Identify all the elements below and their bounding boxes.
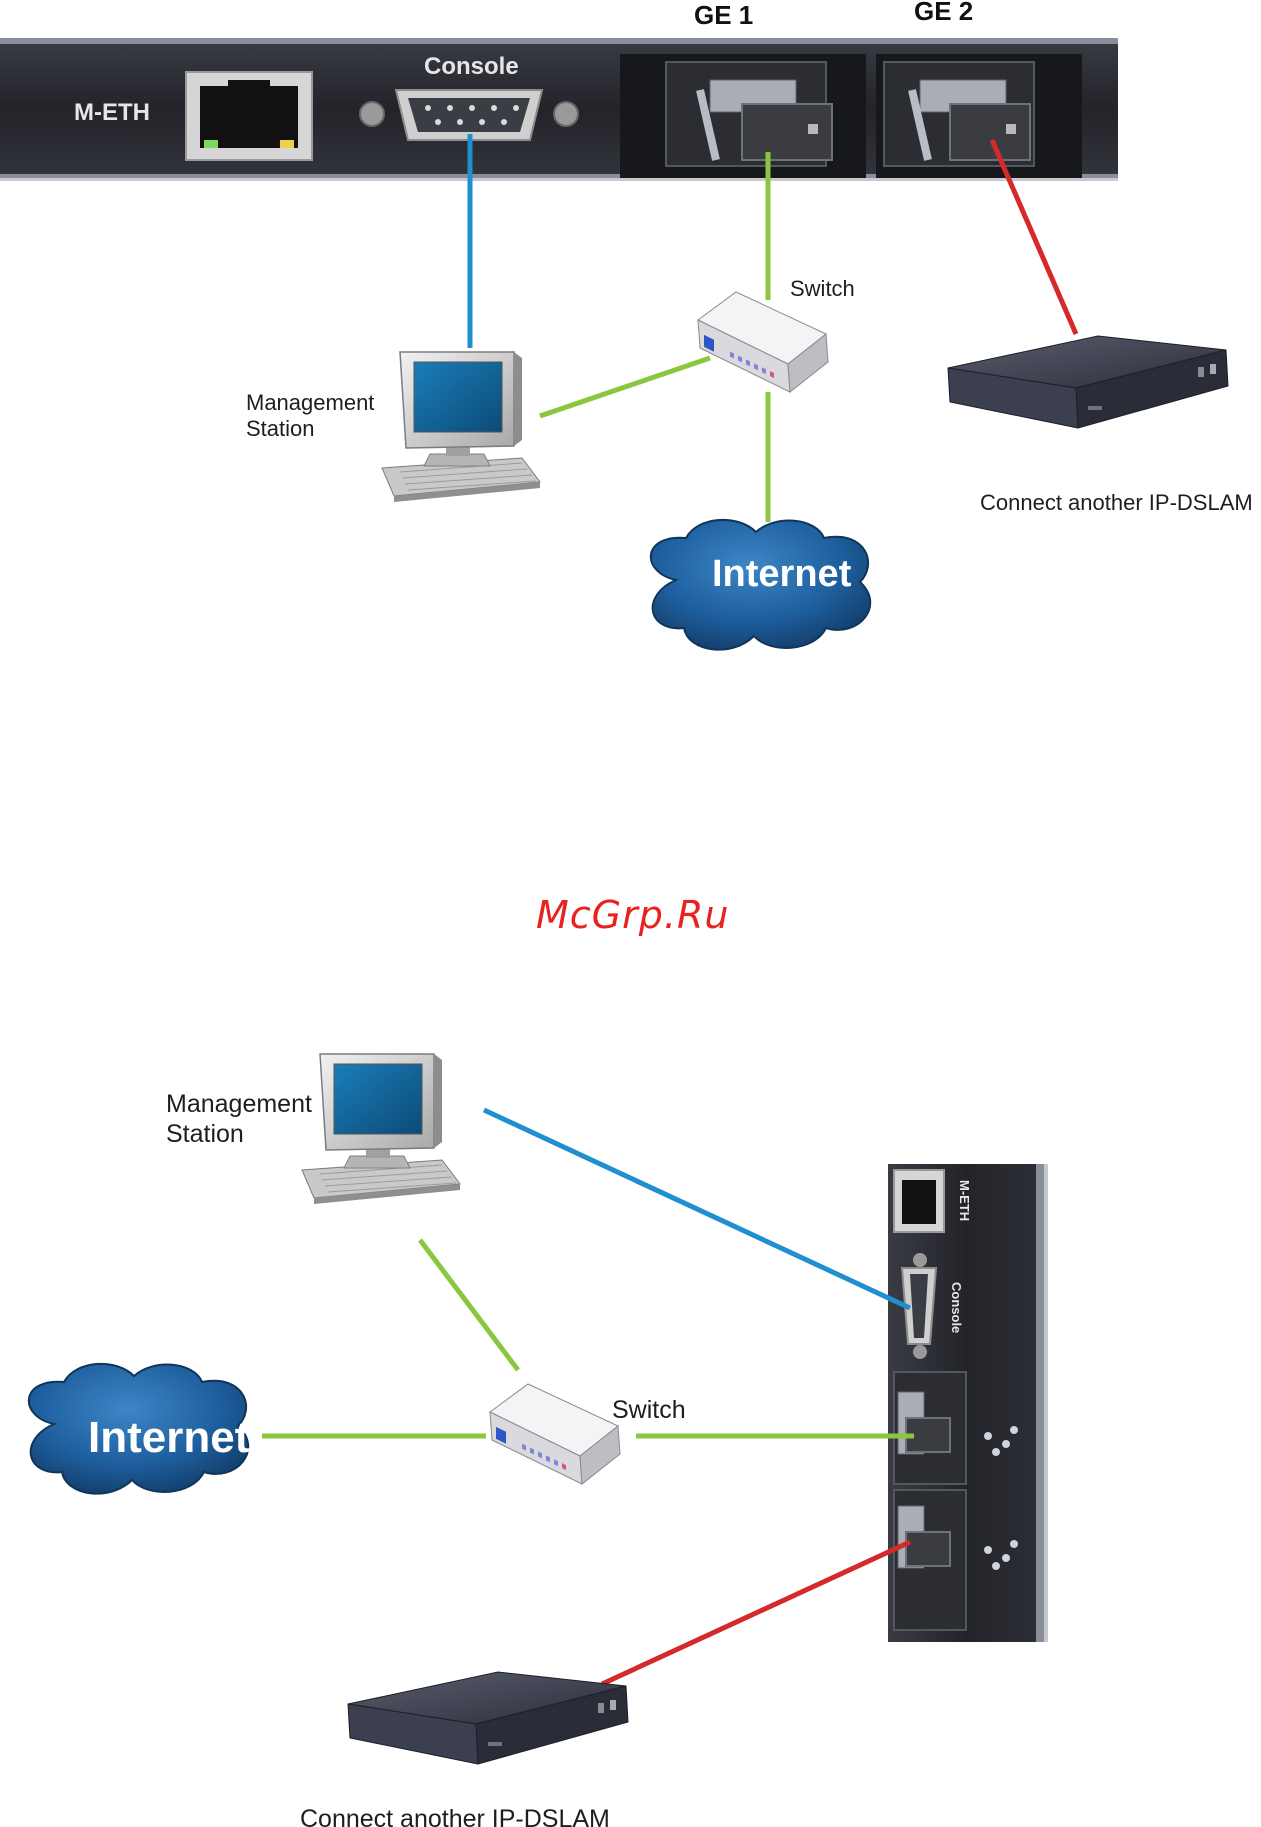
ge1-port-vertical[interactable] [894, 1372, 966, 1484]
ge1-port[interactable] [666, 62, 832, 166]
management-station [382, 352, 540, 502]
console-port-label: Console [424, 53, 519, 80]
console-cable-bottom [484, 1110, 910, 1308]
ge1-port-label: GE 1 [694, 0, 753, 30]
watermark: McGrp.Ru [536, 893, 729, 937]
meth-port[interactable] [186, 72, 312, 160]
dslam-label-bottom: Connect another IP-DSLAM [300, 1805, 610, 1827]
switch-device [698, 292, 828, 392]
meth-port-label-vertical: M-ETH [957, 1180, 972, 1221]
meth-port-label: M-ETH [74, 99, 150, 126]
station-label-line2: Station [246, 416, 315, 441]
switch-label-bottom: Switch [612, 1396, 686, 1424]
management-station-bottom [302, 1054, 460, 1204]
ge2-port-label: GE 2 [914, 0, 973, 26]
meth-port-vertical[interactable] [894, 1170, 944, 1232]
ge2-port-vertical[interactable] [894, 1490, 966, 1630]
switch-device-bottom [490, 1384, 620, 1484]
console-port-label-vertical: Console [949, 1282, 964, 1333]
station-switch-cable-bottom [420, 1240, 518, 1370]
station-label-line1-bottom: Management [166, 1090, 312, 1118]
switch-station-cable [540, 358, 710, 416]
internet-label: Internet [712, 553, 852, 595]
top-diagram: M-ETH Console GE 1 GE 2 [0, 0, 1253, 650]
ge2-port[interactable] [884, 62, 1034, 166]
internet-label-bottom: Internet [88, 1413, 250, 1462]
station-label-line2-bottom: Station [166, 1120, 244, 1148]
ip-dslam-device-bottom [348, 1672, 628, 1764]
switch-label: Switch [790, 276, 855, 301]
dslam-label: Connect another IP-DSLAM [980, 490, 1253, 515]
ip-dslam-device [948, 336, 1228, 428]
station-label-line1: Management [246, 390, 374, 415]
bottom-diagram: M-ETH Console [29, 1054, 1048, 1827]
ge2-cable-bottom [602, 1542, 910, 1684]
